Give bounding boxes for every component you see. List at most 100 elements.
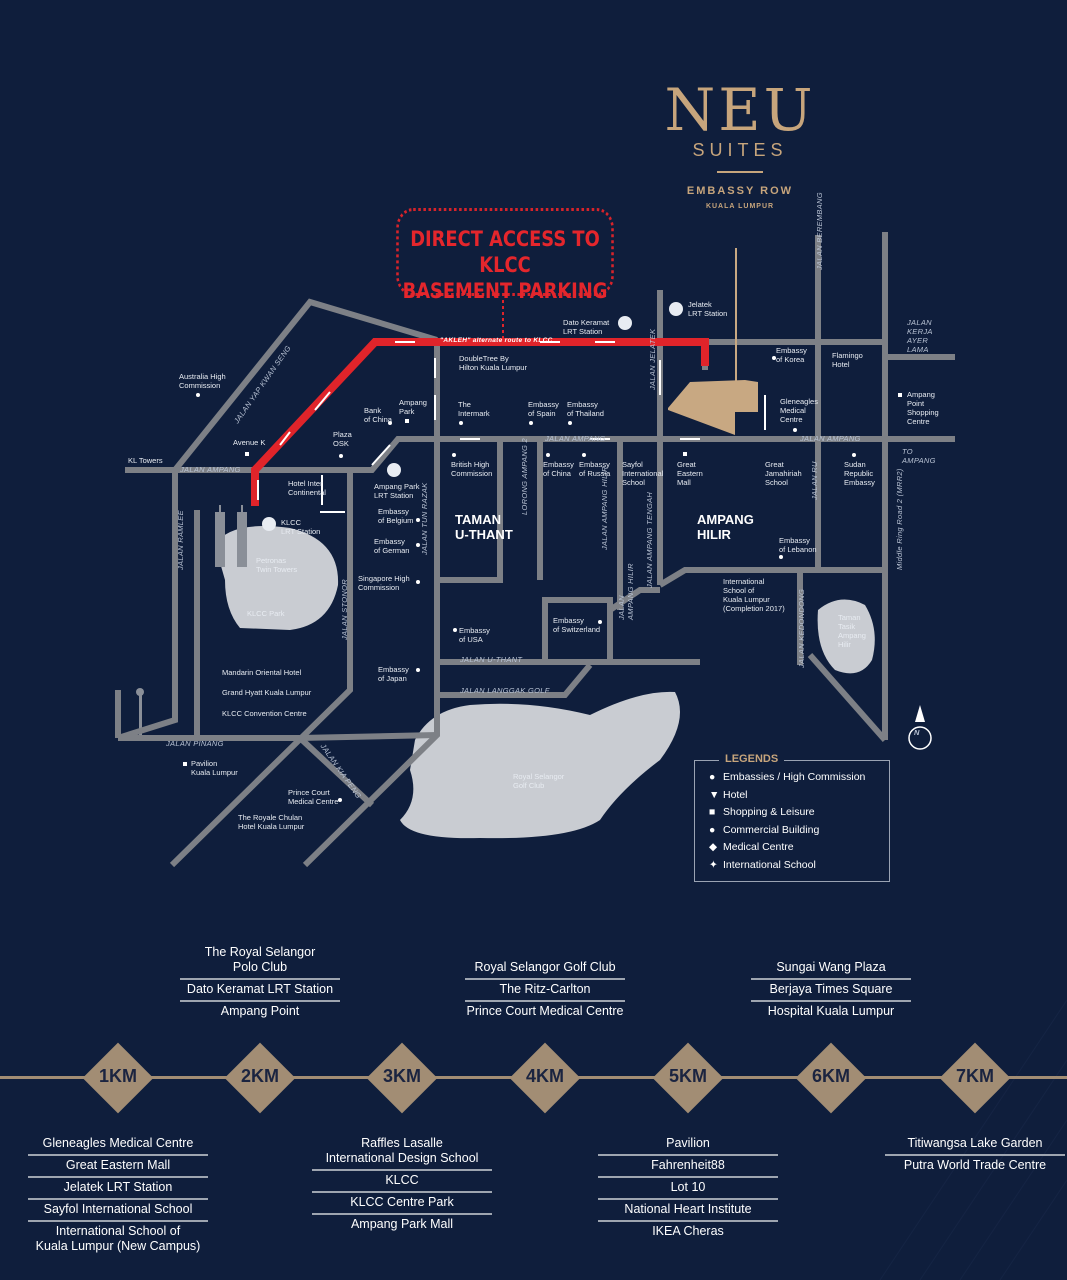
legend-item: ◆Medical Centre <box>709 839 889 857</box>
poi-label: Sudan Republic Embassy <box>844 460 875 487</box>
place-item: Dato Keramat LRT Station <box>180 980 340 1002</box>
km-label: 2KM <box>240 1066 279 1086</box>
road-label: JALAN AMPANG <box>800 434 861 443</box>
legend-symbol-icon: ✦ <box>709 858 718 871</box>
place-item: Titiwangsa Lake Garden <box>885 1134 1065 1156</box>
poi-label: Hotel Inter Continental <box>288 479 326 497</box>
place-item: Hospital Kuala Lumpur <box>767 1004 895 1018</box>
poi-label: Embassy of Thailand <box>567 400 604 418</box>
road-label: JALAN RU <box>810 461 819 500</box>
brand-city: KUALA LUMPUR <box>705 203 775 210</box>
poi-label: KLCC Park <box>247 609 285 618</box>
area-label: AMPANG HILIR <box>697 512 754 542</box>
place-item: Putra World Trade Centre <box>903 1158 1047 1172</box>
poi-label: Dato Keramat LRT Station <box>563 318 610 336</box>
km-label: 3KM <box>382 1066 421 1086</box>
road-label: JALAN PINANG <box>166 739 224 748</box>
legend: LEGENDS ●Embassies / High Commission▼Hot… <box>694 753 890 882</box>
place-item: Lot 10 <box>598 1178 778 1200</box>
poi-label: Singapore High Commission <box>358 574 410 592</box>
poi-label: Avenue K <box>233 438 266 447</box>
legend-item: ●Embassies / High Commission <box>709 769 889 787</box>
place-item: Sayfol International School <box>28 1200 208 1222</box>
akleh-route <box>251 338 709 506</box>
road-label: JALAN TUN RAZAK <box>420 482 429 555</box>
place-item: Pavilion <box>598 1134 778 1156</box>
brand-tagline: EMBASSY ROW <box>686 185 794 197</box>
north-compass-icon <box>908 705 932 750</box>
legend-label: Shopping & Leisure <box>723 806 815 819</box>
poi-label: Embassy of German <box>374 537 410 555</box>
poi-label: KLCC LRT Station <box>281 518 321 536</box>
poi-label: Sayfol International School <box>622 460 664 487</box>
poi-label: Embassy of Switzerland <box>553 616 601 634</box>
kl-tower-icon <box>136 688 144 735</box>
road-label: JALAN STONOR <box>340 579 349 640</box>
place-item: The Ritz-Carlton <box>465 980 625 1002</box>
poi-label: Pavilion Kuala Lumpur <box>191 759 238 777</box>
km-label: 4KM <box>525 1066 564 1086</box>
poi-label: Great Jamahiriah School <box>765 460 802 487</box>
legend-label: International School <box>723 858 816 871</box>
place-item: KLCC <box>312 1171 492 1193</box>
poi-label: Embassy of Japan <box>378 665 409 683</box>
road-label: LORONG AMPANG 2 <box>520 437 529 515</box>
road-label: JALAN AMPANG HILIR <box>617 563 635 620</box>
legend-label: Commercial Building <box>723 823 820 836</box>
place-item: Ampang Point <box>220 1004 300 1018</box>
place-item: National Heart Institute <box>598 1200 778 1222</box>
poi-label: Prince Court Medical Centre <box>288 788 339 806</box>
legend-symbol-icon: ■ <box>709 806 716 819</box>
royal-selangor-golf-club <box>400 691 680 839</box>
poi-label: Ampang Park LRT Station <box>374 482 420 500</box>
legend-item: ■ Shopping & Leisure <box>709 804 889 822</box>
legend-label: Embassies / High Commission <box>723 771 866 783</box>
place-item: Gleneagles Medical Centre <box>28 1134 208 1156</box>
legend-item: ✦ International School <box>709 857 889 875</box>
petronas-twin-towers-icon <box>215 505 247 567</box>
poi-label: Petronas Twin Towers <box>256 556 298 574</box>
callout-line-2: BASEMENT PARKING <box>402 279 608 303</box>
road-label: JALAN AMPANG HILIR <box>600 466 609 550</box>
poi-label: Ampang Point Shopping Centre <box>907 390 939 426</box>
poi-label: The Royale Chulan Hotel Kuala Lumpur <box>238 813 305 831</box>
legend-title: LEGENDS <box>719 753 785 765</box>
legend-item: ●Commercial Building <box>709 822 889 840</box>
road-label: JALAN BEREMBANG <box>815 192 824 270</box>
legend-item: ▼Hotel <box>709 787 889 805</box>
place-item: Great Eastern Mall <box>28 1156 208 1178</box>
neu-suites-site <box>668 380 758 435</box>
km-label: 1KM <box>98 1066 137 1086</box>
poi-label: Bank of China <box>364 406 392 424</box>
road-label: JALAN AMPANG TENGAH <box>645 491 654 588</box>
road-label: JALAN JELATEK <box>648 328 657 390</box>
callout-line-1: DIRECT ACCESS TO KLCC <box>410 227 600 277</box>
road-label: JALAN RAMLEE <box>176 510 185 570</box>
poi-label: International School of Kuala Lumpur (Co… <box>723 577 785 613</box>
legend-symbol-icon: ◆ <box>709 841 718 854</box>
poi-label: DoubleTree By Hilton Kuala Lumpur <box>459 354 527 372</box>
poi-label: KLCC Convention Centre <box>222 709 307 718</box>
places-below: Raffles Lasalle International Design Sch… <box>312 1134 492 1235</box>
klcc-access-callout: DIRECT ACCESS TO KLCC BASEMENT PARKING <box>396 208 614 303</box>
km-label: 7KM <box>955 1066 994 1086</box>
poi-label: Australia High Commission <box>179 372 226 390</box>
km-label: 5KM <box>668 1066 707 1086</box>
place-item: Royal Selangor Golf Club <box>465 958 625 980</box>
legend-label: Hotel <box>723 788 748 801</box>
poi-label: Embassy of USA <box>459 626 490 644</box>
km-label: 6KM <box>811 1066 850 1086</box>
area-label: TAMAN U-THANT <box>455 512 513 542</box>
poi-label: Gleneagles Medical Centre <box>780 397 818 424</box>
poi-label: The Intermark <box>458 400 490 418</box>
place-item: The Royal Selangor Polo Club <box>180 943 340 980</box>
brand-sub: SUITES <box>692 140 788 160</box>
lrt-station-icons <box>262 302 683 531</box>
poi-markers <box>183 356 902 802</box>
place-item: Berjaya Times Square <box>751 980 911 1002</box>
